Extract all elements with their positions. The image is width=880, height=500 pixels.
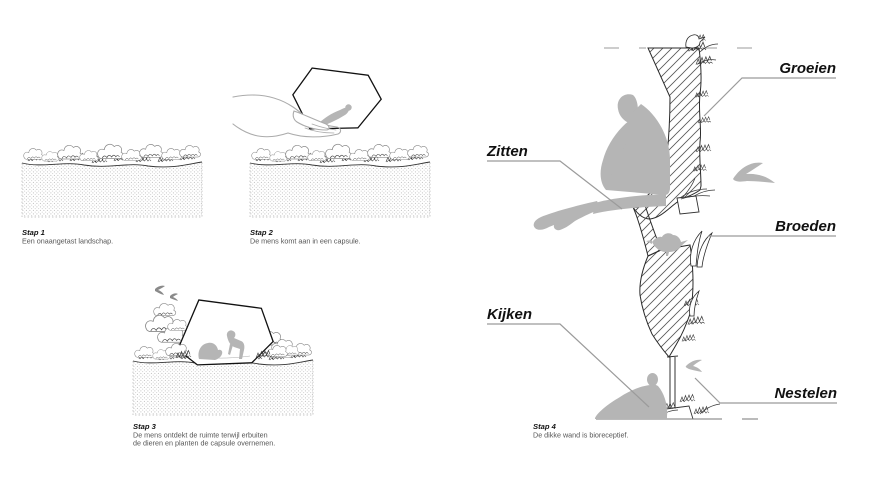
label-zitten: Zitten [486, 143, 528, 160]
human-silhouette-arriving [318, 104, 352, 127]
planter-icon [676, 177, 716, 215]
step-2-caption: De mens komt aan in een capsule. [250, 237, 361, 246]
step-4-caption: De dikke wand is bioreceptief. [533, 431, 628, 440]
bird-icon [155, 285, 178, 301]
landscape-drawing [22, 144, 202, 217]
human-silhouette-sitting [533, 94, 670, 231]
nest-base-block [662, 405, 694, 420]
bird-icon-flying [685, 162, 775, 372]
step-3-caption-line-2: de dieren en planten de capsule overneme… [133, 439, 275, 448]
step-3-title: Stap 3 [133, 422, 157, 431]
leader-line-kijken [487, 323, 650, 408]
step-3-illustration [133, 285, 313, 415]
hand-icon [232, 94, 342, 138]
leader-line-groeien [703, 77, 836, 117]
label-broeden: Broeden [775, 218, 836, 235]
bird-icon-brooding [646, 233, 688, 256]
leader-line-zitten [487, 160, 623, 210]
captions: Stap 1 Een onaangetast landschap. Stap 2… [22, 228, 628, 448]
human-silhouette-watching [595, 373, 668, 419]
step-2-title: Stap 2 [250, 228, 274, 237]
step-4-illustration: Groeien Zitten Broeden Kijken Nestelen [486, 34, 837, 420]
bird-icon-perched [685, 34, 706, 51]
leader-line-nestelen [694, 377, 837, 404]
landscape-drawing [250, 144, 430, 217]
step-1-title: Stap 1 [22, 228, 45, 237]
label-kijken: Kijken [487, 306, 532, 323]
step-4-title: Stap 4 [533, 422, 557, 431]
step-1-caption: Een onaangetast landschap. [22, 237, 113, 246]
step-3-caption-line-1: De mens ontdekt de ruimte terwijl erbuit… [133, 431, 268, 440]
label-nestelen: Nestelen [774, 385, 837, 402]
human-silhouette-crouching [198, 342, 223, 360]
step-1-illustration [22, 144, 202, 217]
step-2-illustration [232, 67, 430, 217]
wall-vegetation [681, 34, 719, 342]
wall-section-lower [639, 244, 694, 358]
human-silhouette-planting [226, 330, 245, 359]
label-groeien: Groeien [779, 60, 836, 77]
nest-leaves [690, 230, 713, 268]
